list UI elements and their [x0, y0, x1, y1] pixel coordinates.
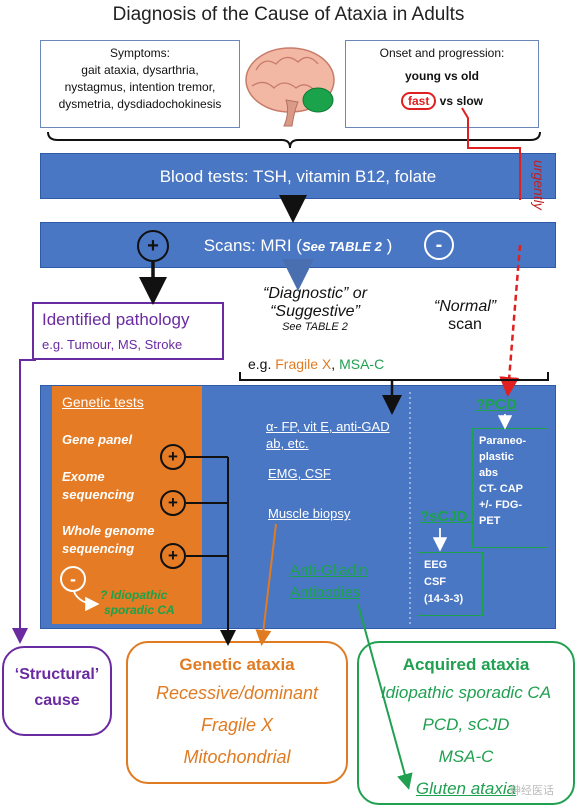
- young-vs-old: young vs old: [404, 69, 479, 83]
- scjd-line: CSF: [424, 576, 446, 588]
- structural-line1: ‘Structural’: [14, 666, 100, 683]
- blood-tests-band: Blood tests: TSH, vitamin B12, folate: [40, 153, 556, 199]
- watermark: 神经医话: [510, 785, 554, 797]
- pcd-line: CT- CAP: [479, 483, 523, 495]
- scan-negative-circle: -: [424, 230, 454, 260]
- structural-cause-box: ‘Structural’ cause: [2, 646, 112, 736]
- genetic-ataxia-title: Genetic ataxia: [179, 655, 295, 674]
- plus-icon: +: [168, 493, 178, 512]
- muscle-biopsy: Muscle biopsy: [268, 506, 351, 521]
- alpha-fp-tests: α- FP, vit E, anti-GAD ab, etc.: [266, 418, 390, 452]
- alpha-line1: α- FP, vit E, anti-GAD: [266, 419, 390, 434]
- scan-positive-circle: +: [137, 230, 169, 262]
- scjd-box: EEG CSF (14-3-3): [417, 552, 483, 616]
- scans-see-table: See TABLE 2: [301, 239, 382, 254]
- symptom-line: dysmetria, dysdiadochokinesis: [58, 97, 222, 111]
- alpha-line2: ab, etc.: [266, 436, 309, 451]
- plus-icon: +: [168, 546, 178, 565]
- diagnostic-see: See TABLE 2: [282, 321, 348, 333]
- pcd-line: Paraneo-: [479, 435, 527, 447]
- acquired-ataxia-item: PCD, sCJD: [422, 715, 510, 734]
- genetic-tests-heading: Genetic tests: [62, 394, 144, 410]
- blood-tests-label: Blood tests: TSH, vitamin B12, folate: [159, 167, 437, 186]
- minus-icon: -: [435, 234, 443, 256]
- minus-icon: -: [70, 569, 76, 589]
- symptoms-box: Symptoms: gait ataxia, dysarthria, nysta…: [40, 40, 240, 128]
- pcd-line: plastic: [479, 451, 514, 463]
- diagnostic-label: “Diagnostic” or “Suggestive” See TABLE 2: [240, 285, 390, 333]
- structural-line2: cause: [34, 692, 80, 709]
- genetic-ataxia-item: Fragile X: [200, 715, 274, 735]
- exome-label: Exome sequencing: [62, 468, 134, 504]
- exome-line2: sequencing: [62, 487, 135, 502]
- idio-line1: ? Idiopathic: [100, 588, 168, 602]
- acquired-ataxia-box: Acquired ataxia Idiopathic sporadic CA P…: [357, 641, 575, 805]
- symptom-line: gait ataxia, dysarthria,: [81, 63, 199, 77]
- pcd-line: abs: [479, 467, 498, 479]
- whole-line1: Whole genome: [62, 523, 155, 538]
- emg-csf: EMG, CSF: [268, 466, 331, 481]
- onset-box: Onset and progression: young vs old fast…: [345, 40, 539, 128]
- pcd-line: PET: [479, 515, 501, 527]
- scans-band: Scans: MRI (See TABLE 2 ): [40, 222, 556, 268]
- diagnostic-line2: “Suggestive”: [270, 303, 360, 320]
- middle-bracket: [239, 372, 549, 381]
- eg-fragile: Fragile X: [275, 356, 332, 372]
- eg-sep: ,: [331, 356, 340, 372]
- genetic-ataxia-box: Genetic ataxia Recessive/dominant Fragil…: [126, 641, 348, 784]
- acquired-ataxia-item: MSA-C: [438, 747, 494, 766]
- plus-icon: +: [168, 447, 178, 466]
- vs-slow-label: vs slow: [439, 94, 484, 108]
- acquired-ataxia-item: Idiopathic sporadic CA: [380, 683, 552, 702]
- page-title: Diagnosis of the Cause of Ataxia in Adul…: [112, 4, 465, 25]
- identified-to-structural: [12, 359, 36, 644]
- eg-msa: MSA-C: [339, 356, 385, 372]
- pcd-label: ?PCD: [476, 396, 517, 413]
- acquired-ataxia-title: Acquired ataxia: [402, 655, 530, 674]
- scjd-label: ?sCJD: [420, 508, 468, 525]
- anti-line1: Anti-Gliadin: [290, 562, 368, 579]
- eg-examples: e.g. Fragile X, MSA-C: [248, 356, 384, 372]
- exome-plus: +: [160, 490, 186, 516]
- symptom-line: nystagmus, intention tremor,: [64, 80, 216, 94]
- anti-gliadin: Anti-Gliadin Antibodies: [290, 560, 368, 604]
- brain-icon: [245, 47, 335, 127]
- acquired-ataxia-item: Gluten ataxia: [415, 779, 517, 798]
- anti-line2: Antibodies: [290, 584, 361, 601]
- pcd-line: +/- FDG-: [479, 499, 523, 511]
- scjd-line: (14-3-3): [424, 593, 464, 605]
- plus-icon: +: [147, 235, 159, 257]
- scans-close: ): [381, 236, 393, 255]
- exome-line1: Exome: [62, 469, 105, 484]
- identified-title: Identified pathology: [42, 310, 190, 329]
- genetic-negative-circle: -: [60, 566, 86, 592]
- genetic-ataxia-item: Recessive/dominant: [155, 683, 319, 703]
- normal-line2: scan: [448, 316, 482, 333]
- scans-label: Scans: MRI (: [203, 236, 302, 255]
- pcd-box: Paraneo- plastic abs CT- CAP +/- FDG- PE…: [472, 428, 548, 548]
- gene-panel-label: Gene panel: [62, 432, 133, 447]
- symptoms-heading: Symptoms:: [109, 46, 170, 60]
- whole-genome-label: Whole genome sequencing: [62, 522, 154, 558]
- normal-line1: “Normal”: [433, 298, 497, 315]
- identified-examples: e.g. Tumour, MS, Stroke: [42, 337, 183, 352]
- diagnostic-line1: “Diagnostic” or: [262, 285, 368, 302]
- eg-prefix: e.g.: [248, 356, 276, 372]
- fast-vs-slow: fast vs slow: [346, 92, 538, 110]
- top-bracket: [47, 131, 541, 149]
- idiopathic-label: ? Idiopathic sporadic CA: [100, 588, 175, 618]
- gene-panel-plus: +: [160, 444, 186, 470]
- idio-line2: sporadic CA: [104, 603, 175, 617]
- onset-heading: Onset and progression:: [379, 46, 505, 60]
- identified-pathology-box: Identified pathology e.g. Tumour, MS, St…: [32, 302, 224, 360]
- genetic-ataxia-item: Mitochondrial: [183, 747, 291, 767]
- scjd-line: EEG: [424, 559, 448, 571]
- whole-genome-plus: +: [160, 543, 186, 569]
- whole-line2: sequencing: [62, 541, 135, 556]
- normal-scan-label: “Normal” scan: [420, 298, 510, 334]
- fast-label: fast: [400, 92, 437, 110]
